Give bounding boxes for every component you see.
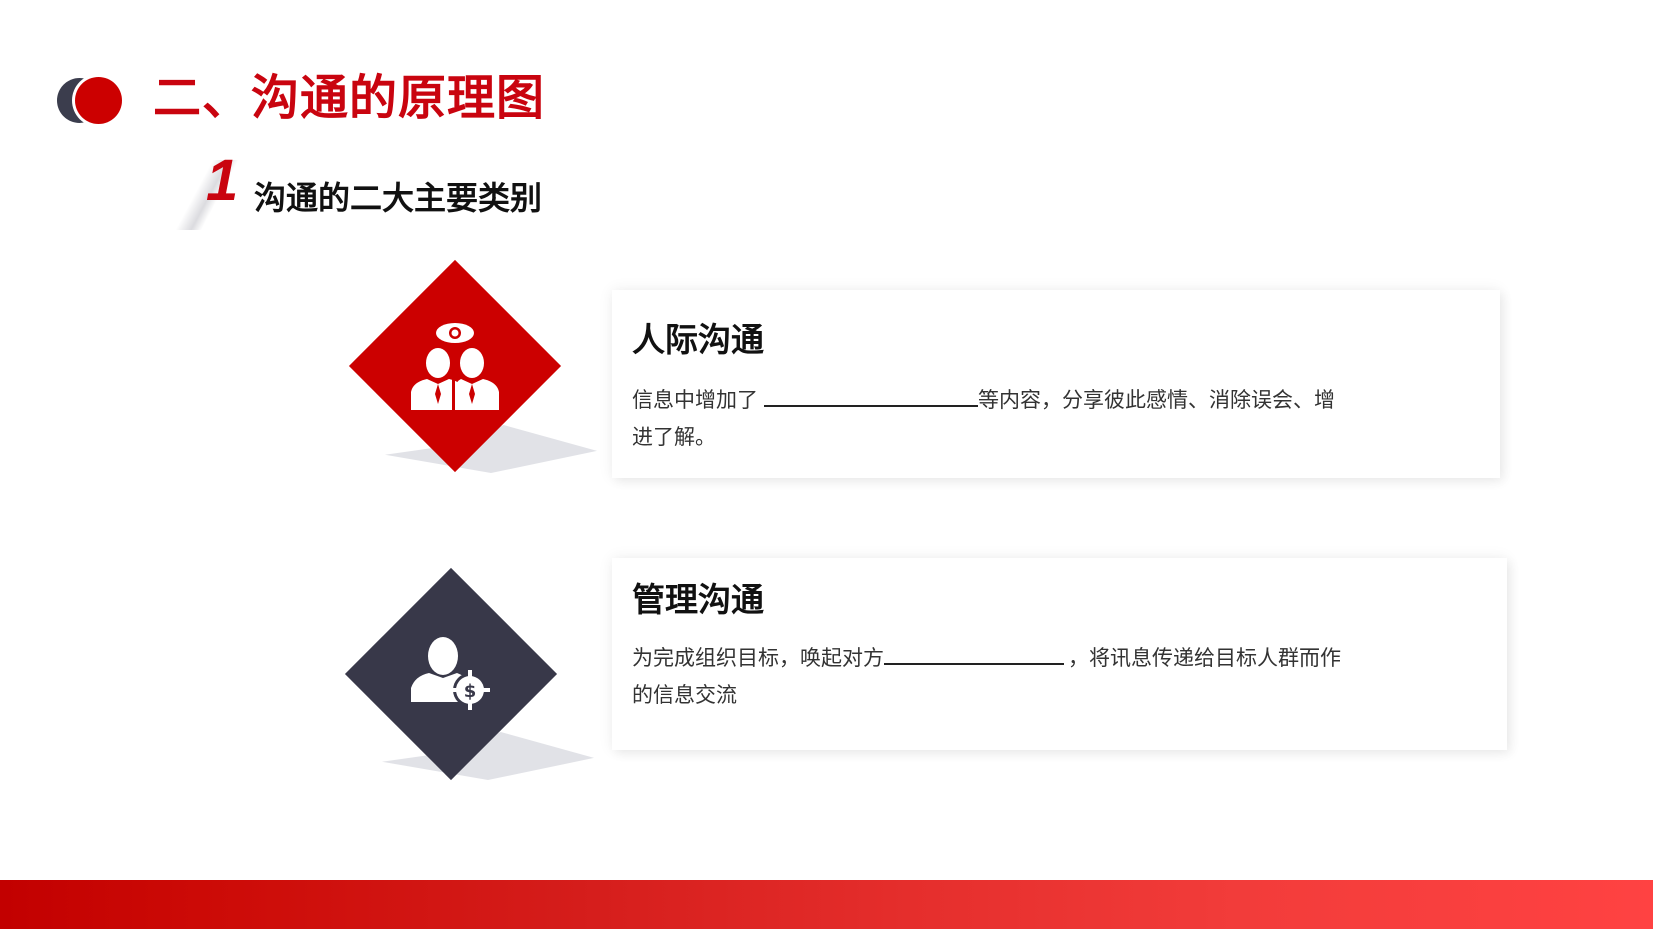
text-after-blank: 等内容，分享彼此感情、消除误会、增进了解。	[632, 388, 1335, 449]
card-text: 为完成组织目标，唤起对方，将讯息传递给目标人群而作的信息交流	[632, 640, 1352, 714]
section-subtitle: 沟通的二大主要类别	[254, 179, 543, 217]
fill-in-blank	[764, 383, 978, 407]
logo-red-circle	[75, 77, 122, 124]
card-interpersonal: 人际沟通 信息中增加了等内容，分享彼此感情、消除误会、增进了解。	[612, 290, 1500, 478]
fill-in-blank	[884, 641, 1064, 665]
text-before-blank: 信息中增加了	[632, 388, 758, 412]
section-number: 1	[206, 148, 239, 213]
people-eye-icon	[411, 323, 499, 410]
text-before-blank: 为完成组织目标，唤起对方	[632, 646, 884, 670]
card-title: 管理沟通	[632, 580, 764, 619]
person-target-dollar-icon: $	[411, 637, 490, 710]
footer-bar	[0, 880, 1653, 929]
card-text: 信息中增加了等内容，分享彼此感情、消除误会、增进了解。	[632, 382, 1352, 456]
page-title: 二、沟通的原理图	[153, 70, 546, 126]
card-title: 人际沟通	[632, 320, 764, 359]
svg-text:$: $	[464, 681, 477, 702]
title-logo	[57, 77, 123, 124]
card-management: 管理沟通 为完成组织目标，唤起对方，将讯息传递给目标人群而作的信息交流	[612, 558, 1507, 750]
section-number-badge: 1	[175, 148, 258, 232]
text-after-blank: ，将讯息传递给目标人群而作的信息交流	[632, 646, 1341, 707]
